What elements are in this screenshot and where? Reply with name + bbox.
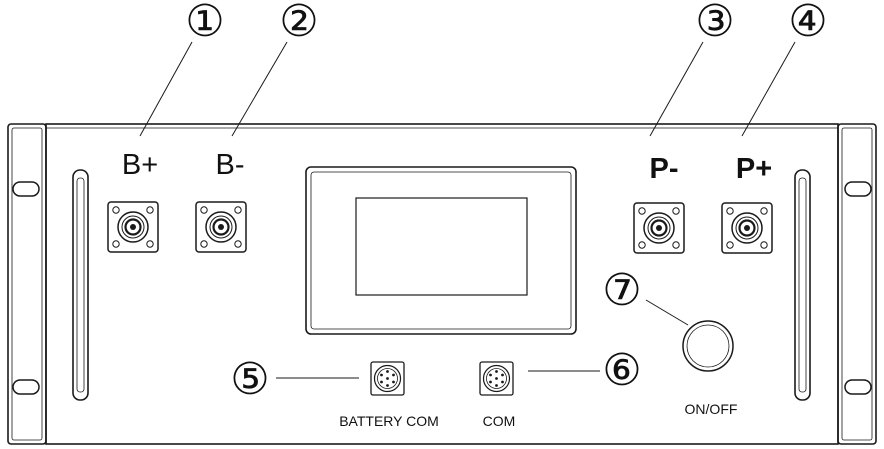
callout-7: ⑦	[602, 265, 641, 316]
callout-3: ③	[695, 0, 734, 47]
front-panel	[7, 123, 877, 445]
right-ear-top-slot	[844, 181, 872, 197]
faceplate	[45, 123, 839, 445]
lcd-display	[305, 166, 577, 335]
label-battery-com: BATTERY COM	[339, 413, 439, 429]
terminal-b-plus[interactable]	[107, 201, 159, 253]
left-handle	[72, 169, 89, 401]
com-port[interactable]	[479, 361, 514, 396]
right-handle	[794, 169, 811, 401]
right-rack-ear	[837, 123, 877, 445]
label-com: COM	[483, 413, 516, 429]
label-on-off: ON/OFF	[685, 401, 738, 417]
power-switch[interactable]	[682, 320, 734, 372]
label-b-minus: B-	[216, 149, 245, 181]
terminal-p-minus[interactable]	[633, 202, 685, 254]
lcd-screen	[355, 197, 528, 296]
callout-6: ⑥	[602, 345, 641, 396]
battery-com-port[interactable]	[370, 361, 405, 396]
right-ear-bottom-slot	[844, 379, 872, 395]
callout-5: ⑤	[230, 354, 269, 405]
left-ear-top-slot	[12, 181, 40, 197]
callout-leaders	[139, 41, 796, 379]
label-p-plus: P+	[736, 153, 772, 185]
callout-1: ①	[185, 0, 224, 47]
callout-2: ②	[279, 0, 318, 47]
left-rack-ear	[7, 123, 47, 445]
terminal-p-plus[interactable]	[721, 202, 773, 254]
terminal-b-minus[interactable]	[195, 201, 247, 253]
left-ear-bottom-slot	[12, 379, 40, 395]
callout-4: ④	[788, 0, 827, 47]
label-p-minus: P-	[650, 153, 679, 185]
label-b-plus: B+	[122, 149, 158, 181]
